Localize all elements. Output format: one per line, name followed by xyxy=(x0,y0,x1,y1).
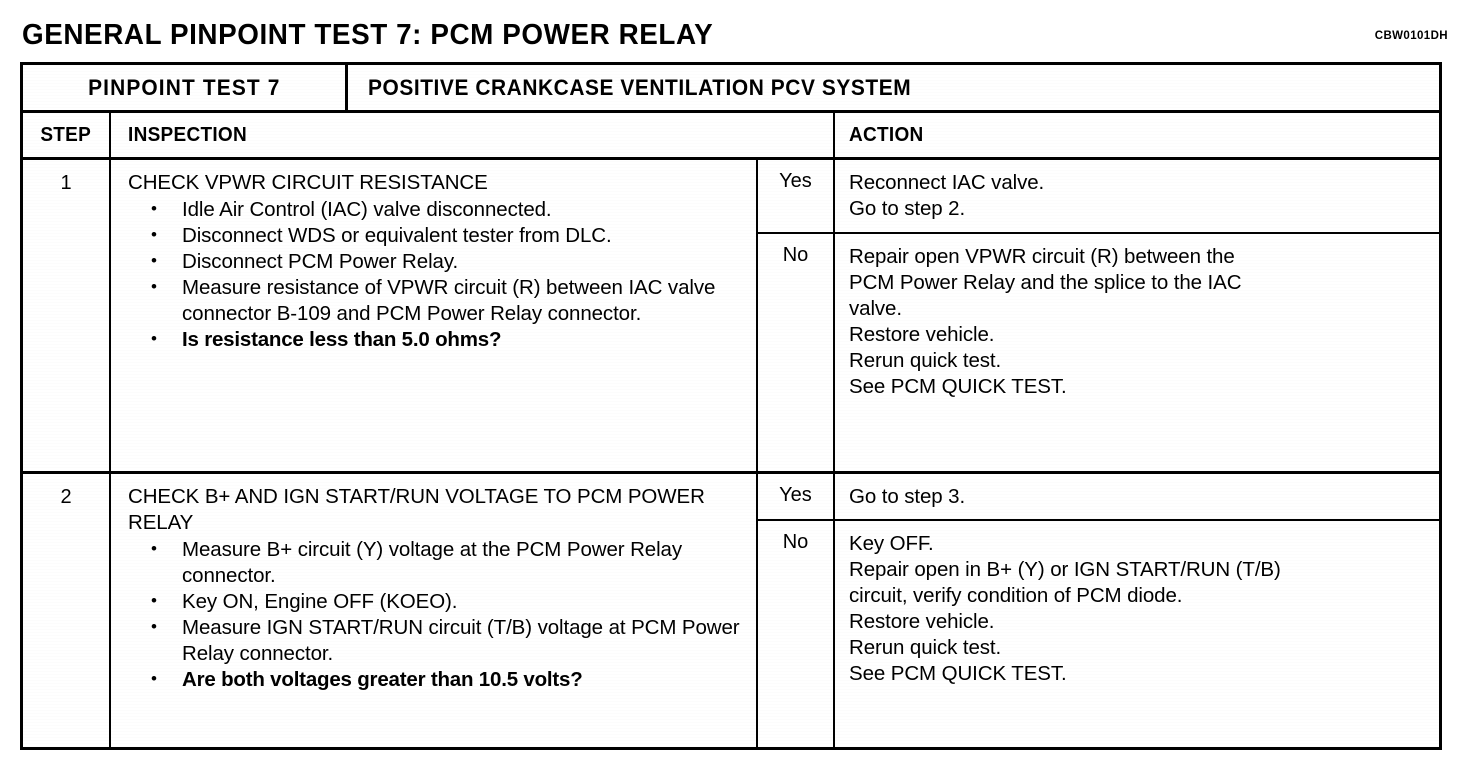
step-number-cell: 1 xyxy=(23,160,111,471)
banner-test-label: PINPOINT TEST 7 xyxy=(87,74,281,100)
action-cell: Yes Reconnect IAC valve. Go to step 2. N… xyxy=(756,160,1439,471)
action-line: See PCM QUICK TEST. xyxy=(849,375,1067,398)
outcome-label: No xyxy=(782,244,809,266)
inspection-cell: CHECK VPWR CIRCUIT RESISTANCE Idle Air C… xyxy=(111,160,756,471)
action-line: Repair open in B+ (Y) or IGN START/RUN (… xyxy=(849,558,1281,581)
column-header-step-label: STEP xyxy=(40,123,92,146)
table-row: 2 CHECK B+ AND IGN START/RUN VOLTAGE TO … xyxy=(23,474,1439,750)
table-row: 1 CHECK VPWR CIRCUIT RESISTANCE Idle Air… xyxy=(23,160,1439,474)
inspection-question: Is resistance less than 5.0 ohms? xyxy=(128,326,746,353)
outcome-label-cell: No xyxy=(758,521,835,750)
action-line: Restore vehicle. xyxy=(849,323,995,346)
outcome-yes: Yes Go to step 3. xyxy=(758,474,1439,521)
banner-system-label-cell: POSITIVE CRANKCASE VENTILATION PCV SYSTE… xyxy=(348,65,1439,110)
column-header-action: ACTION xyxy=(833,113,1439,157)
inspection-bullet: Measure resistance of VPWR circuit (R) b… xyxy=(128,274,746,327)
outcome-label: No xyxy=(782,531,809,553)
action-line: Reconnect IAC valve. xyxy=(849,171,1045,194)
outcome-no: No Key OFF. Repair open in B+ (Y) or IGN… xyxy=(758,521,1439,750)
inspection-bullet-list: Idle Air Control (IAC) valve disconnecte… xyxy=(128,196,746,353)
document-title-row: GENERAL PINPOINT TEST 7: PCM POWER RELAY… xyxy=(0,18,1472,58)
outcome-label-cell: Yes xyxy=(758,160,835,232)
inspection-bullet-list: Measure B+ circuit (Y) voltage at the PC… xyxy=(128,536,746,693)
table-banner-row: PINPOINT TEST 7 POSITIVE CRANKCASE VENTI… xyxy=(23,65,1439,113)
outcome-label-cell: No xyxy=(758,234,835,471)
column-header-row: STEP INSPECTION ACTION xyxy=(23,113,1439,160)
outcome-action-text: Reconnect IAC valve. Go to step 2. xyxy=(835,160,1439,232)
column-header-action-label: ACTION xyxy=(849,123,924,146)
outcome-action-text: Go to step 3. xyxy=(835,474,1439,519)
action-line: circuit, verify condition of PCM diode. xyxy=(849,584,1183,607)
action-line: See PCM QUICK TEST. xyxy=(849,662,1067,685)
step-number: 1 xyxy=(60,172,72,194)
outcome-no: No Repair open VPWR circuit (R) between … xyxy=(758,234,1439,471)
outcome-label-cell: Yes xyxy=(758,474,835,519)
outcome-label: Yes xyxy=(779,170,812,192)
outcome-action-text: Key OFF. Repair open in B+ (Y) or IGN ST… xyxy=(835,521,1439,750)
outcome-yes: Yes Reconnect IAC valve. Go to step 2. xyxy=(758,160,1439,234)
inspection-bullet: Measure IGN START/RUN circuit (T/B) volt… xyxy=(128,614,746,667)
step-number-cell: 2 xyxy=(23,474,111,750)
inspection-cell: CHECK B+ AND IGN START/RUN VOLTAGE TO PC… xyxy=(111,474,756,750)
page-title: GENERAL PINPOINT TEST 7: PCM POWER RELAY xyxy=(22,19,714,51)
banner-test-label-cell: PINPOINT TEST 7 xyxy=(23,65,348,110)
table-body: 1 CHECK VPWR CIRCUIT RESISTANCE Idle Air… xyxy=(23,160,1439,750)
inspection-bullet: Measure B+ circuit (Y) voltage at the PC… xyxy=(128,536,746,589)
action-cell: Yes Go to step 3. No Key OFF. Repair ope… xyxy=(756,474,1439,750)
inspection-bullet: Disconnect PCM Power Relay. xyxy=(128,248,746,275)
outcome-action-text: Repair open VPWR circuit (R) between the… xyxy=(835,234,1439,471)
inspection-bullet: Disconnect WDS or equivalent tester from… xyxy=(128,222,746,249)
document-code: CBW0101DH xyxy=(1374,30,1448,42)
column-header-inspection-label: INSPECTION xyxy=(128,123,247,146)
action-line: Go to step 2. xyxy=(849,197,966,220)
pinpoint-test-table: PINPOINT TEST 7 POSITIVE CRANKCASE VENTI… xyxy=(20,62,1442,750)
action-line: Rerun quick test. xyxy=(849,636,1002,659)
action-line: Go to step 3. xyxy=(849,485,966,508)
action-line: Restore vehicle. xyxy=(849,610,995,633)
action-line: PCM Power Relay and the splice to the IA… xyxy=(849,271,1242,294)
step-number: 2 xyxy=(60,486,72,508)
column-header-step: STEP xyxy=(23,113,111,157)
action-line: valve. xyxy=(849,297,902,320)
action-line: Key OFF. xyxy=(849,532,934,555)
inspection-bullet: Key ON, Engine OFF (KOEO). xyxy=(128,588,746,615)
action-line: Repair open VPWR circuit (R) between the xyxy=(849,245,1235,268)
inspection-question: Are both voltages greater than 10.5 volt… xyxy=(128,666,746,693)
banner-system-label: POSITIVE CRANKCASE VENTILATION PCV SYSTE… xyxy=(368,74,912,100)
inspection-heading: CHECK B+ AND IGN START/RUN VOLTAGE TO PC… xyxy=(128,485,705,534)
inspection-heading: CHECK VPWR CIRCUIT RESISTANCE xyxy=(128,171,488,194)
action-line: Rerun quick test. xyxy=(849,349,1002,372)
outcome-label: Yes xyxy=(779,484,812,506)
column-header-inspection: INSPECTION xyxy=(111,113,833,157)
inspection-bullet: Idle Air Control (IAC) valve disconnecte… xyxy=(128,196,746,223)
